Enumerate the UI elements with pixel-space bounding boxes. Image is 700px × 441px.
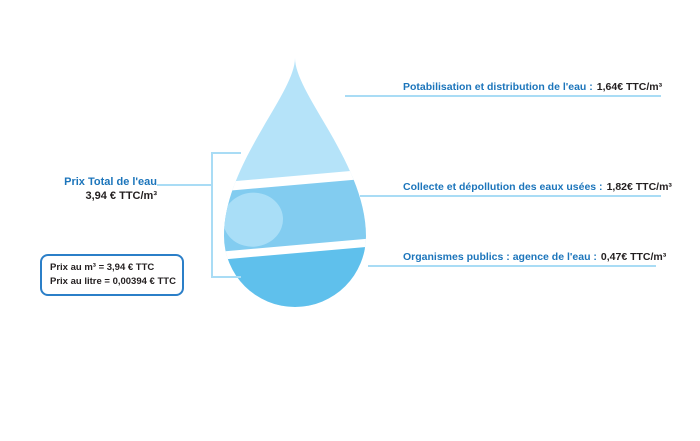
total-price-label: Prix Total de l'eau — [64, 176, 157, 188]
drop-highlight — [224, 192, 284, 247]
total-connector-line — [157, 184, 213, 186]
price-conversion-box: Prix au m³ = 3,94 € TTC Prix au litre = … — [40, 254, 184, 296]
segment-2-connector-line — [360, 195, 661, 197]
segment-2-label: Collecte et dépollution des eaux usées : — [403, 181, 603, 193]
segment-1-label: Potabilisation et distribution de l'eau … — [403, 81, 593, 93]
water-drop-graphic — [224, 58, 366, 307]
segment-1-label-block: Potabilisation et distribution de l'eau … — [403, 81, 662, 93]
bracket-top-tick — [211, 152, 241, 154]
bracket-vertical-line — [211, 152, 213, 278]
total-price-block: Prix Total de l'eau 3,94 € TTC/m³ — [35, 175, 157, 203]
segment-3-label-block: Organismes publics : agence de l'eau :0,… — [403, 251, 666, 263]
drop-bottom-segment — [224, 241, 366, 307]
segment-1-value: 1,64€ TTC/m³ — [596, 81, 663, 93]
segment-3-value: 0,47€ TTC/m³ — [600, 251, 667, 263]
segment-3-label: Organismes publics : agence de l'eau : — [403, 251, 597, 263]
price-per-m3-text: Prix au m³ = 3,94 € TTC — [50, 262, 155, 273]
price-per-litre-text: Prix au litre = 0,00394 € TTC — [50, 276, 176, 287]
total-price-value: 3,94 € TTC/m³ — [85, 190, 157, 202]
segment-1-connector-line — [345, 95, 661, 97]
segment-2-label-block: Collecte et dépollution des eaux usées :… — [403, 181, 672, 193]
bracket-bottom-tick — [211, 276, 241, 278]
segment-2-value: 1,82€ TTC/m³ — [606, 181, 672, 193]
segment-3-connector-line — [368, 265, 656, 267]
